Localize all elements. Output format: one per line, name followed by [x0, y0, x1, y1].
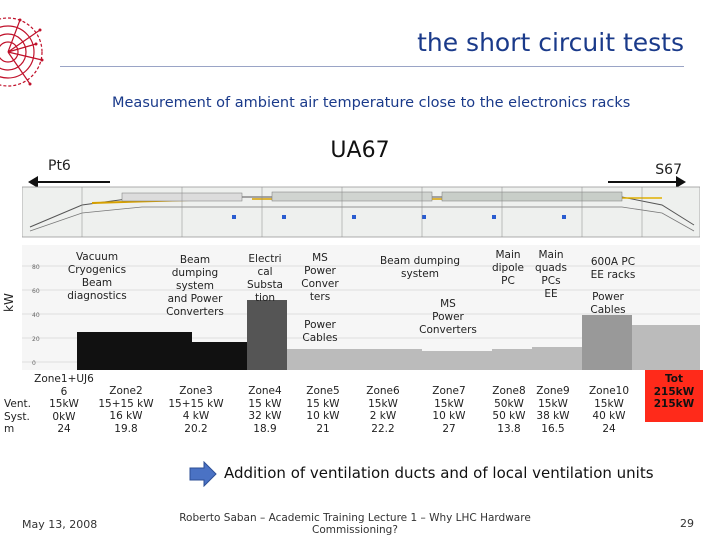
y-tick-20: 20 [32, 336, 40, 343]
total-box: Tot 215kW 215kW [645, 370, 703, 422]
right-arrow-line [608, 181, 678, 183]
page-number: 29 [680, 517, 694, 530]
bullet-arrow-icon [189, 461, 217, 487]
right-point-label: S67 [655, 162, 682, 178]
zone-4-block [287, 349, 347, 370]
footer-date: May 13, 2008 [22, 518, 98, 531]
y-tick-40: 40 [32, 312, 40, 319]
tunnel-schematic [22, 186, 700, 238]
zone-row-labels: Vent. Syst. m [4, 398, 31, 435]
zone-8-block [532, 347, 582, 370]
footer-credit: Roberto Saban – Academic Training Lectur… [179, 512, 531, 536]
zone-5-block [347, 349, 422, 370]
left-point-label: Pt6 [48, 158, 71, 174]
zone-9-block [582, 315, 632, 370]
right-arrow-head [676, 176, 686, 188]
zone-6-block [422, 351, 492, 370]
y-tick-0: 0 [32, 360, 36, 367]
logo [0, 17, 44, 87]
heat-load-schematic: 80 60 40 20 0 [22, 245, 700, 370]
left-arrow-head [28, 176, 38, 188]
zone-1-block [77, 332, 192, 370]
zone-3-block [247, 300, 287, 370]
subtitle: Measurement of ambient air temperature c… [112, 95, 631, 111]
zone-2-block [192, 342, 247, 370]
zone-7-block [492, 349, 532, 370]
y-tick-80: 80 [32, 264, 40, 271]
y-axis-label: kW [2, 293, 16, 312]
zone-10-block [632, 325, 700, 370]
page-title: the short circuit tests [417, 28, 684, 57]
bullet-text: Addition of ventilation ducts and of loc… [224, 464, 654, 482]
left-arrow-line [32, 181, 110, 183]
title-rule [60, 66, 684, 67]
cavern-label: UA67 [330, 138, 390, 163]
y-tick-60: 60 [32, 288, 40, 295]
